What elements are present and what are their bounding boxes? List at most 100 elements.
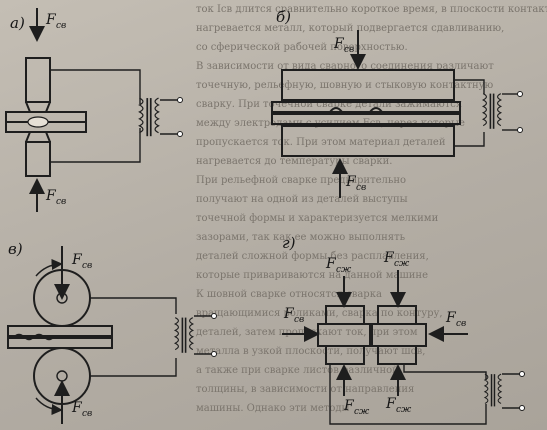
terminal-icon [519, 405, 525, 411]
background-text-line: В зависимости от вида сварного соединени… [196, 61, 494, 72]
terminal-icon [517, 91, 523, 97]
clamp-upper-right [377, 305, 417, 325]
transformer-icon [174, 316, 194, 354]
clamp-upper-left [325, 305, 365, 325]
panel-a-label: а) [10, 14, 25, 32]
terminal-icon [211, 313, 217, 319]
force-sub: св [294, 315, 304, 325]
background-text-line: зазорами, так как ее можно выполнять [196, 232, 406, 243]
upset-force-left: F св [282, 306, 320, 342]
clamp-force-top-left: F сж [325, 256, 352, 308]
background-text-line: пропускается ток. При этом материал дета… [196, 137, 446, 148]
part-lower [271, 113, 461, 125]
force-sub: св [56, 21, 66, 31]
upper-plate-electrode [281, 69, 455, 101]
terminal-icon [517, 127, 523, 133]
rotation-arrow-icon [35, 397, 63, 416]
force-label: F [333, 36, 345, 52]
wire-top-b [454, 79, 485, 94]
force-bottom-a: F св [29, 178, 66, 212]
part-upper [271, 101, 461, 113]
terminal-icon [177, 131, 183, 137]
force-sub: св [82, 261, 92, 271]
wire-bottom-a [50, 128, 141, 163]
upset-force-right: F св [428, 310, 468, 342]
force-label: F [283, 306, 295, 322]
force-bottom-v: F св [54, 380, 92, 424]
background-text-line: со сферической рабочей поверхностью. [196, 42, 408, 53]
background-text-line: толщины, в зависимости от направления [196, 384, 414, 395]
lower-electrode-tip [25, 131, 51, 143]
wire-right-g [403, 364, 487, 380]
panel-v-label: в) [8, 240, 23, 258]
force-sub: сж [396, 405, 412, 415]
transformer-icon [138, 97, 160, 138]
upper-electrode [25, 57, 51, 103]
panel-v-seam-welding: в) F св F св [7, 240, 217, 424]
background-text-line: вращающимися роликами, сварка по контуру… [196, 308, 443, 319]
workpiece-left [317, 323, 371, 347]
wire-top-a [50, 69, 141, 104]
force-sub: св [344, 45, 354, 55]
force-label: F [71, 400, 83, 416]
force-top-b: F св [333, 30, 366, 70]
force-sub: сж [394, 259, 410, 269]
background-text-line: сварку. При точечной сварке детали зажим… [196, 99, 462, 110]
projections [329, 107, 383, 113]
force-top-a: F св [29, 8, 66, 42]
terminal-icon [211, 351, 217, 357]
transformer-icon [482, 92, 502, 130]
background-text-line: точечной формы и характеризуется мелкими [196, 213, 439, 224]
terminal-icon [519, 371, 525, 377]
clamp-lower-right [377, 345, 417, 365]
background-text-line: точечную, рельефную, шовную и стыковую к… [196, 80, 494, 91]
strip-lower [7, 337, 113, 349]
background-text-line: нагревается металл, который подвергается… [196, 23, 504, 34]
wire-top-v [90, 297, 177, 314]
force-sub: св [82, 409, 92, 419]
background-text-line: которые привариваются на данной машине [196, 270, 428, 281]
background-text-line: нагревается до температуры сварки. [196, 156, 393, 167]
force-sub: св [456, 319, 466, 329]
background-text-line: машины. Однако эти методы [196, 403, 349, 414]
weld-nugget [27, 116, 49, 128]
wire-bottom-b [454, 132, 485, 147]
panel-b-label: б) [276, 8, 291, 26]
force-label: F [45, 12, 57, 28]
wire-left-g [329, 364, 487, 425]
panel-g-butt-welding: г) F сж F сж F св F св [282, 234, 525, 425]
transformer-icon [484, 373, 502, 408]
force-label: F [71, 252, 83, 268]
force-bottom-b: F св [332, 158, 366, 198]
panel-a-spot-welding: а) F св F св [5, 8, 183, 212]
force-label: F [385, 396, 397, 412]
background-text-line: деталей сложной формы без расплавления, [196, 251, 429, 262]
clamp-force-bottom-left: F сж [336, 364, 370, 417]
upper-electrode-tip [25, 101, 51, 113]
background-text-line: металла в узкой плоскости, получают шов, [196, 346, 425, 357]
force-sub: св [356, 183, 366, 193]
background-text-line: ток Iсв длится сравнительно короткое вре… [196, 4, 547, 15]
strip-upper [7, 325, 113, 337]
seam-welds [13, 333, 55, 341]
force-sub: сж [336, 265, 352, 275]
clamp-force-top-right: F сж [383, 250, 410, 308]
lower-plate-electrode [281, 125, 455, 157]
force-label: F [445, 310, 457, 326]
background-text-line: При рельефной сварке предварительно [196, 175, 406, 186]
clamp-lower-left [325, 345, 365, 365]
force-label: F [383, 250, 395, 266]
force-label: F [325, 256, 337, 272]
force-label: F [343, 398, 355, 414]
lower-electrode [25, 141, 51, 177]
wire-bottom-v [90, 358, 177, 377]
clamp-force-bottom-right: F сж [385, 364, 412, 415]
terminal-icon [177, 97, 183, 103]
background-text-line: К шовной сварке относятся сварка [196, 289, 382, 300]
force-sub: св [56, 197, 66, 207]
force-label: F [345, 174, 357, 190]
panel-g-label: г) [282, 234, 296, 252]
background-text-line: получают на одной из деталей выступы [196, 194, 408, 205]
